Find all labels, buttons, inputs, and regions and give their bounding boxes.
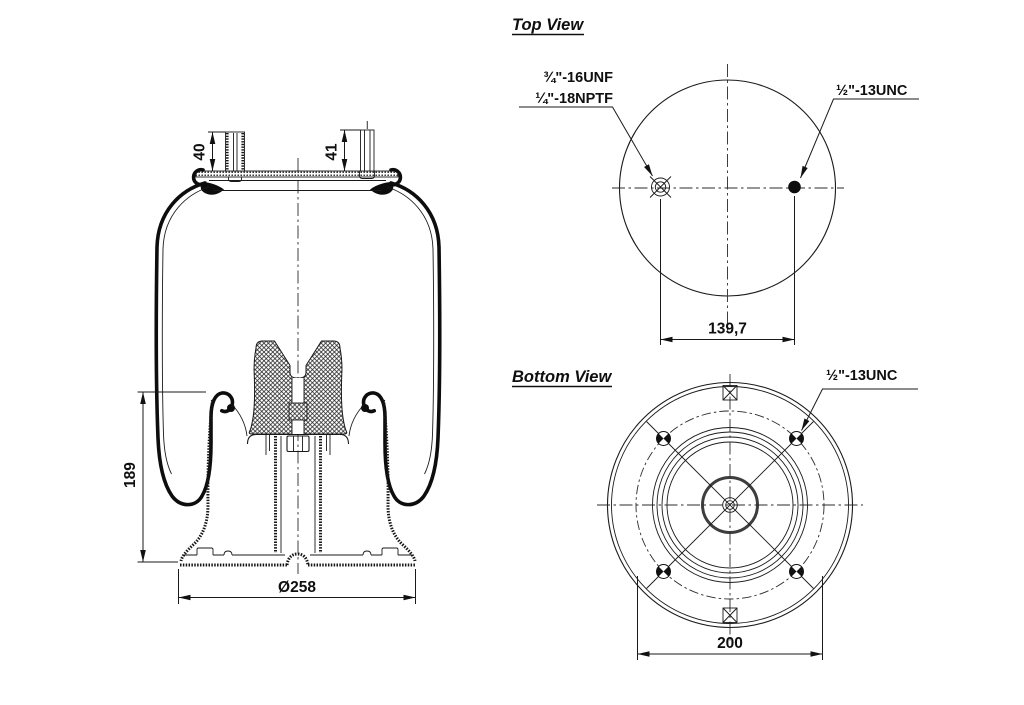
stud-symbol xyxy=(788,180,801,194)
dim41-label: 41 xyxy=(324,143,341,161)
dim189-label: 189 xyxy=(122,462,139,488)
bead-right xyxy=(370,182,394,195)
bolt-sw xyxy=(655,564,672,579)
crossed-square-bottom xyxy=(722,607,738,623)
center-nut-facets xyxy=(293,436,303,452)
air-fitting-thread-label-2: ¼"-18NPTF xyxy=(535,91,613,107)
bead-plate xyxy=(195,170,399,178)
air-fitting-symbol xyxy=(649,176,672,198)
bead-left xyxy=(200,182,224,195)
bellows-inner-left xyxy=(161,186,210,475)
bellows-wall-left xyxy=(154,181,235,507)
stud-thread-leader xyxy=(800,98,919,179)
bottom-view-title: Bottom View xyxy=(512,368,612,386)
stud-thread-label: ½"-13UNC xyxy=(836,83,908,99)
side-section-view: 40 41 xyxy=(122,121,442,604)
air-fitting-leader xyxy=(519,106,653,177)
air-fitting-thread-label-1: ¾"-16UNF xyxy=(543,70,613,86)
dim1397-label: 139,7 xyxy=(708,321,747,338)
mounting-stud xyxy=(359,121,375,179)
center-nut xyxy=(286,435,310,453)
top-view: Top View ¾"-16UNF ¼"-18NPTF ½"-13UNC 139… xyxy=(512,16,919,345)
bellows-lobe-bead-right xyxy=(361,404,369,412)
dim200-extensions xyxy=(637,576,823,660)
bolt-thread-label: ½"-13UNC xyxy=(826,368,898,384)
bolt-se xyxy=(788,564,805,579)
dim258-label: Ø258 xyxy=(278,579,316,596)
top-view-title: Top View xyxy=(512,16,584,34)
dim1397-extensions xyxy=(660,196,795,345)
dim189-extensions xyxy=(137,391,206,563)
bolt-thread-leader xyxy=(801,388,918,431)
air-fitting-stud xyxy=(225,131,245,182)
bellows-wall-right xyxy=(361,181,442,507)
bolt-ne xyxy=(788,431,805,446)
dim200-label: 200 xyxy=(717,635,743,652)
bolt-nw xyxy=(655,431,672,446)
bottom-view: Bottom View ½"-13UNC 200 xyxy=(512,368,918,660)
crossed-square-top xyxy=(722,385,738,401)
center-bolt-head xyxy=(288,402,308,421)
dim40-label: 40 xyxy=(192,143,209,160)
bellows-lobe-bead-left xyxy=(227,404,235,412)
bellows-inner-right xyxy=(386,186,435,475)
